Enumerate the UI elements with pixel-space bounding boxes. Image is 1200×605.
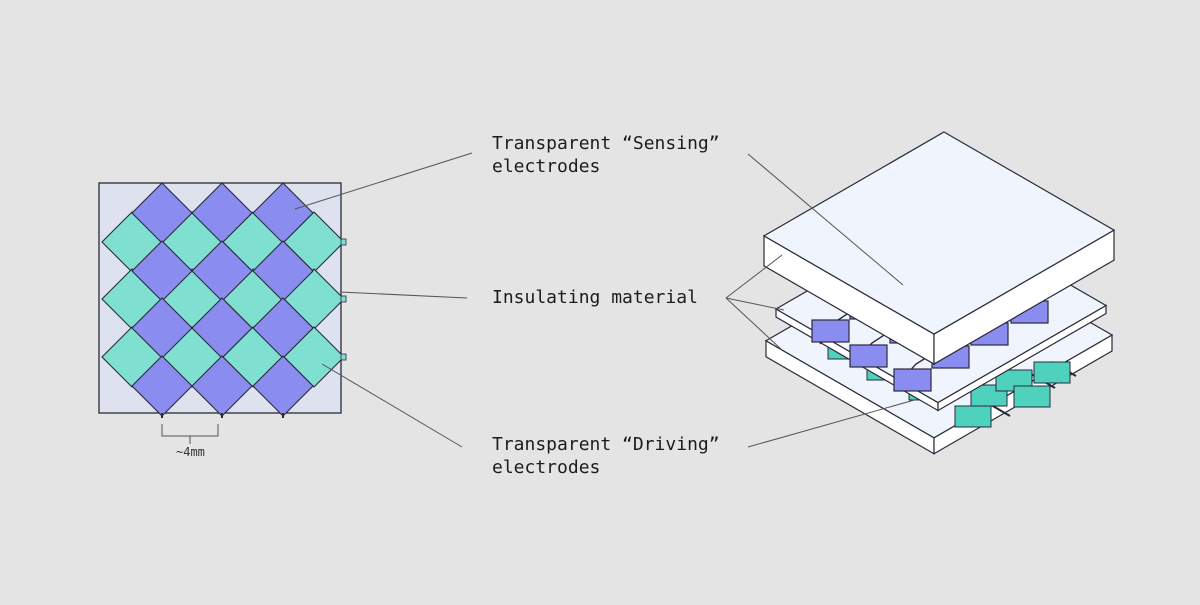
insulating-leader-upper [725, 254, 783, 299]
pitch-dimension-bracket [161, 424, 219, 437]
driving-pad [954, 405, 992, 428]
driving-row-contact [340, 295, 347, 303]
driving-leader-left [321, 363, 463, 448]
insulating-label-line1: Insulating material [492, 287, 698, 308]
driving-pad [1013, 385, 1051, 408]
leader-lines [294, 152, 919, 448]
sensing-label-line2: electrodes [492, 156, 601, 177]
sensing-leader-left [294, 152, 473, 210]
insulating-leader-lower [725, 297, 783, 351]
driving-row-contact [340, 238, 347, 246]
driving-pad [1033, 361, 1071, 384]
top-cover-glass [762, 131, 1116, 366]
top-cover-glass-top-face [762, 131, 1116, 335]
driving-leader-right [747, 398, 919, 448]
driving-row-contact [340, 353, 347, 361]
sensing-pad [811, 319, 850, 343]
sensing-pad [849, 344, 888, 368]
sensing-label-line1: Transparent “Sensing” [492, 133, 720, 154]
sensing-pad [893, 368, 932, 392]
flat-electrode-panel [98, 182, 347, 444]
exploded-stack [762, 131, 1116, 455]
driving-electrodes-label: Transparent “Driving” electrodes [492, 433, 720, 479]
insulating-material-label: Insulating material [492, 286, 698, 309]
insulating-leader-middle [725, 297, 785, 311]
sensing-leader-right [747, 153, 904, 286]
insulating-leader-left [339, 291, 468, 299]
driving-label-line2: electrodes [492, 457, 601, 478]
pitch-dimension-label: ~4mm [176, 445, 205, 459]
sensing-electrode-columns [131, 182, 314, 418]
sensing-electrodes-label: Transparent “Sensing” electrodes [492, 132, 720, 178]
driving-label-line1: Transparent “Driving” [492, 434, 720, 455]
